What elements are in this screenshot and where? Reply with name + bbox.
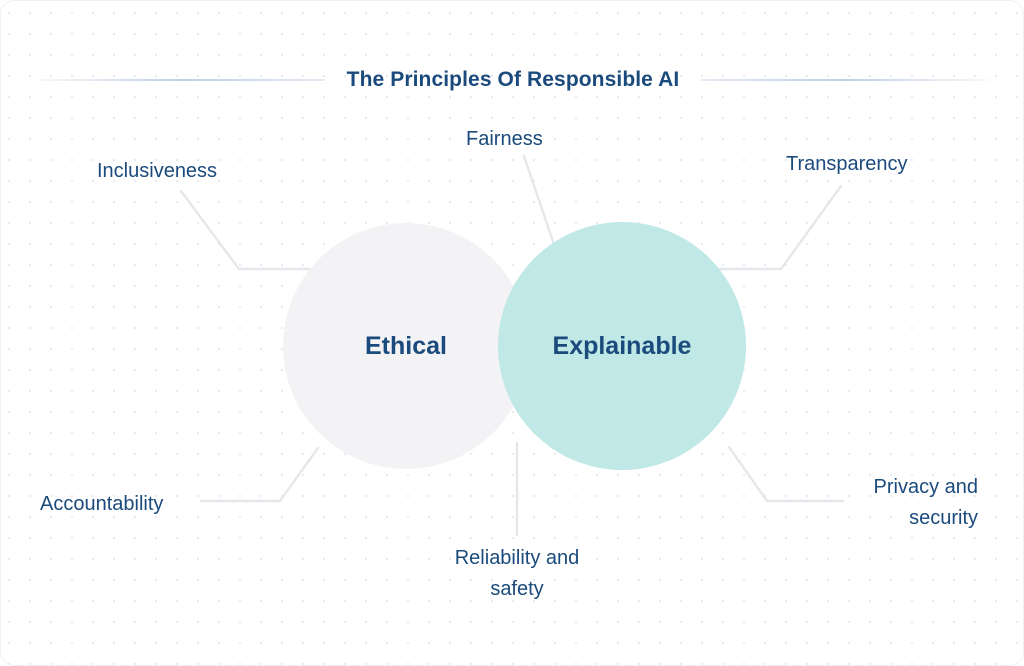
principle-label-reliability[interactable]: Reliability and safety bbox=[417, 543, 617, 605]
principle-label-accountability[interactable]: Accountability bbox=[40, 493, 164, 515]
page-header: The Principles Of Responsible AI bbox=[1, 63, 1023, 97]
title-divider-right bbox=[701, 79, 990, 81]
principle-label-reliability-line1: Reliability and bbox=[454, 547, 580, 569]
circle-label-explainable: Explainable bbox=[552, 332, 692, 360]
principle-label-privacy[interactable]: Privacy and security bbox=[758, 472, 979, 534]
circle-ethical[interactable] bbox=[283, 223, 529, 469]
principle-label-inclusiveness[interactable]: Inclusiveness bbox=[97, 160, 218, 182]
principle-label-transparency[interactable]: Transparency bbox=[786, 153, 908, 175]
principle-label-reliability-line2: safety bbox=[490, 578, 544, 600]
title-divider-left bbox=[36, 79, 325, 81]
principle-label-privacy-line2: security bbox=[909, 507, 978, 529]
principle-label-fairness[interactable]: Fairness bbox=[466, 128, 543, 150]
principle-label-privacy-line1: Privacy and bbox=[873, 476, 979, 498]
page-title: The Principles Of Responsible AI bbox=[346, 68, 680, 91]
circle-label-ethical: Ethical bbox=[365, 332, 447, 360]
circle-explainable[interactable] bbox=[498, 222, 746, 470]
circle-overlap-region bbox=[1, 1, 32, 247]
